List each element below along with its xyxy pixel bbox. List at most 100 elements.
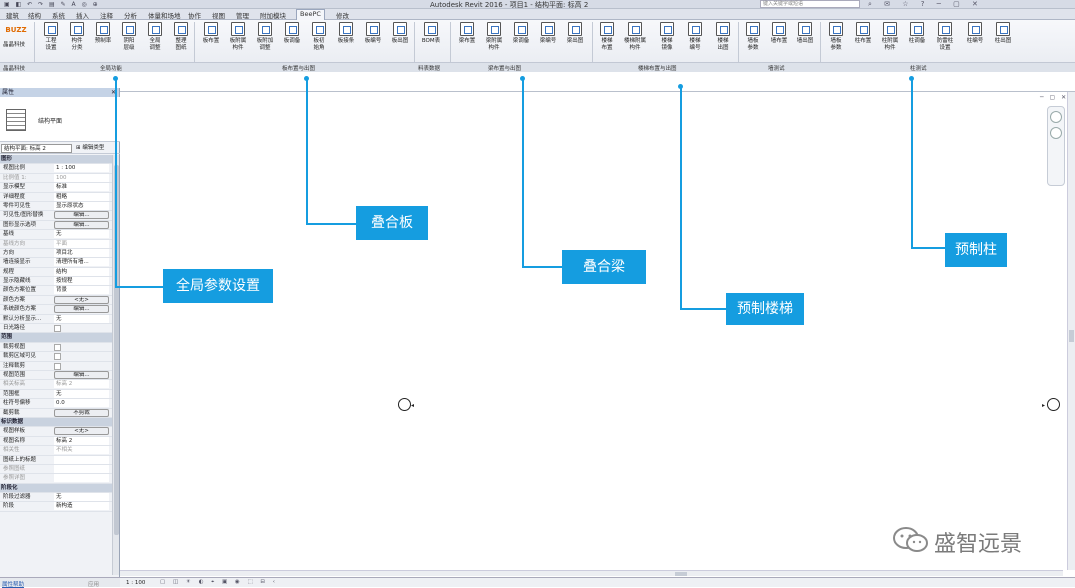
- scrollbar-thumb[interactable]: [114, 165, 119, 535]
- property-edit-button[interactable]: 编辑...: [54, 370, 109, 379]
- property-value[interactable]: 标准: [54, 183, 109, 192]
- property-edit-button[interactable]: <无>: [54, 295, 109, 304]
- property-value[interactable]: 不相关: [54, 446, 109, 455]
- property-value[interactable]: 项目北: [54, 248, 109, 257]
- tab-view[interactable]: 视图: [212, 12, 225, 20]
- property-edit-button[interactable]: 不剪裁: [54, 408, 109, 417]
- ribbon-button-stair-number[interactable]: 楼梯编号: [682, 22, 708, 62]
- ribbon-button-wall-place[interactable]: 墙布置: [766, 22, 792, 62]
- tab-massing[interactable]: 体量和场地: [148, 12, 181, 20]
- canvas-horizontal-scrollbar[interactable]: [120, 570, 1063, 576]
- tab-modify[interactable]: 修改: [336, 12, 349, 20]
- ribbon-button-column-params[interactable]: 墙板参数: [823, 22, 849, 62]
- property-value[interactable]: 100: [54, 173, 109, 182]
- ribbon-button-beam-drawing[interactable]: 梁出图: [562, 22, 588, 62]
- view-scale[interactable]: 1 : 100: [126, 580, 146, 586]
- ribbon-button-column-drawing[interactable]: 柱出图: [990, 22, 1016, 62]
- ribbon-button-beam-accessory[interactable]: 梁附属构件: [481, 22, 507, 62]
- tab-systems[interactable]: 系统: [52, 12, 65, 20]
- ribbon-button-wall-params[interactable]: 墙板参数: [740, 22, 766, 62]
- ribbon-button-stair-accessory[interactable]: 楼梯附属构件: [622, 22, 648, 62]
- ribbon-button-beam-mirror[interactable]: 梁调备: [508, 22, 534, 62]
- ribbon-button-stair-place[interactable]: 楼梯布置: [594, 22, 620, 62]
- tab-analyze[interactable]: 分析: [124, 12, 137, 20]
- ribbon-button-component-class[interactable]: 构件分类: [64, 22, 90, 62]
- elevation-marker-right[interactable]: ▸: [1042, 398, 1060, 411]
- properties-scrollbar[interactable]: [112, 155, 119, 575]
- title-bar-icons[interactable]: ⌕ ✉ ☆ ? ─ ▢ ✕: [868, 0, 983, 8]
- ribbon-button-sheets[interactable]: 整理图纸: [168, 22, 194, 62]
- property-section-header[interactable]: 标识数据: [0, 417, 112, 428]
- view-control-icons[interactable]: ▢ ◫ ☀ ◐ ⌖ ▣ ◉ ⬚ ⊟ ‹: [160, 579, 278, 585]
- ribbon-button-slab-accessory[interactable]: 板附属构件: [225, 22, 251, 62]
- ribbon-button-beam-number[interactable]: 梁编号: [535, 22, 561, 62]
- tab-structure[interactable]: 结构: [28, 12, 41, 20]
- scrollbar-thumb[interactable]: [675, 572, 687, 576]
- ribbon-button-slab-drawing[interactable]: 板出图: [387, 22, 413, 62]
- ribbon-button-lightning-column[interactable]: 防雷柱设置: [932, 22, 958, 62]
- ribbon-button-column-accessory[interactable]: 柱附属构件: [877, 22, 903, 62]
- properties-help-link[interactable]: 属性帮助: [2, 582, 25, 588]
- ribbon-button-wall-drawing[interactable]: 墙出图: [792, 22, 818, 62]
- ribbon-button-layers[interactable]: 阴阳层级: [116, 22, 142, 62]
- tab-insert[interactable]: 插入: [76, 12, 89, 20]
- tab-beepc[interactable]: BeePC: [296, 9, 325, 20]
- property-edit-button[interactable]: 编辑...: [54, 211, 109, 220]
- property-value[interactable]: 无: [54, 493, 109, 502]
- property-value[interactable]: 按规程: [54, 277, 109, 286]
- property-value[interactable]: 标高 2: [54, 436, 109, 445]
- type-selector[interactable]: 结构平面: [0, 97, 120, 142]
- tab-architecture[interactable]: 建筑: [6, 12, 19, 20]
- ribbon-button-slab-mirror[interactable]: 板调备: [279, 22, 305, 62]
- property-value[interactable]: 无: [54, 230, 109, 239]
- ribbon-button-column-mirror[interactable]: 柱调备: [904, 22, 930, 62]
- view-window-controls[interactable]: ─ ▢ ✕: [1040, 94, 1069, 101]
- ribbon-button-stair-drawing[interactable]: 楼梯出图: [710, 22, 736, 62]
- scrollbar-thumb[interactable]: [1069, 330, 1074, 342]
- ribbon-button-bom[interactable]: BOM表: [418, 22, 444, 62]
- ribbon-button-slab-place[interactable]: 板布置: [198, 22, 224, 62]
- elevation-marker-left[interactable]: ◂: [398, 398, 414, 411]
- ribbon-button-slab-number[interactable]: 板编号: [360, 22, 386, 62]
- property-value[interactable]: 标高 2: [54, 380, 109, 389]
- property-value[interactable]: 背景: [54, 286, 109, 295]
- property-value[interactable]: [54, 455, 109, 464]
- property-value[interactable]: 粗略: [54, 192, 109, 201]
- ribbon-button-project-settings[interactable]: 工程设置: [38, 22, 64, 62]
- property-value[interactable]: [54, 474, 109, 483]
- property-checkbox[interactable]: [54, 325, 61, 333]
- property-value[interactable]: 无: [54, 389, 109, 398]
- property-edit-button[interactable]: 编辑...: [54, 305, 109, 314]
- ribbon-button-column-place[interactable]: 柱布置: [850, 22, 876, 62]
- property-value[interactable]: 新构造: [54, 502, 109, 511]
- tab-manage[interactable]: 管理: [236, 12, 249, 20]
- search-input[interactable]: 键入关键字或短语: [760, 0, 860, 8]
- property-value[interactable]: 无: [54, 314, 109, 323]
- tab-annotate[interactable]: 注释: [100, 12, 113, 20]
- zoom-icon[interactable]: [1050, 127, 1062, 139]
- property-value[interactable]: 平面: [54, 239, 109, 248]
- property-value[interactable]: 1 : 100: [54, 164, 109, 173]
- property-value[interactable]: 显示原状态: [54, 201, 109, 210]
- ribbon-button-column-number[interactable]: 柱编号: [962, 22, 988, 62]
- property-checkbox[interactable]: [54, 362, 61, 370]
- ribbon-button-slab-joint[interactable]: 板接条: [333, 22, 359, 62]
- navigation-bar[interactable]: [1047, 106, 1065, 186]
- buzz-logo[interactable]: BUZZ: [5, 26, 27, 34]
- tab-addins[interactable]: 附加模块: [260, 12, 286, 20]
- property-checkbox[interactable]: [54, 353, 61, 361]
- apply-button[interactable]: 应用: [88, 582, 100, 588]
- ribbon-button-beam-place[interactable]: 梁布置: [454, 22, 480, 62]
- property-checkbox[interactable]: [54, 343, 61, 351]
- ribbon-button-stair-mirror[interactable]: 楼梯镜像: [654, 22, 680, 62]
- property-value[interactable]: 0.0: [54, 399, 109, 408]
- quick-access-toolbar[interactable]: ▣ ◧ ↶ ↷ ▤ ✎ A ◎ ⊕: [4, 1, 100, 8]
- close-icon[interactable]: ✕: [110, 89, 116, 96]
- property-section-header[interactable]: 范围: [0, 333, 112, 343]
- tab-collaborate[interactable]: 协作: [188, 12, 201, 20]
- view-selector-dropdown[interactable]: 结构平面: 标高 2: [1, 144, 72, 153]
- property-value[interactable]: 结构: [54, 267, 109, 276]
- ribbon-button-slab-angle[interactable]: 板初始角: [306, 22, 332, 62]
- steering-wheel-icon[interactable]: [1050, 111, 1062, 123]
- property-value[interactable]: 清理所有墙...: [54, 258, 109, 267]
